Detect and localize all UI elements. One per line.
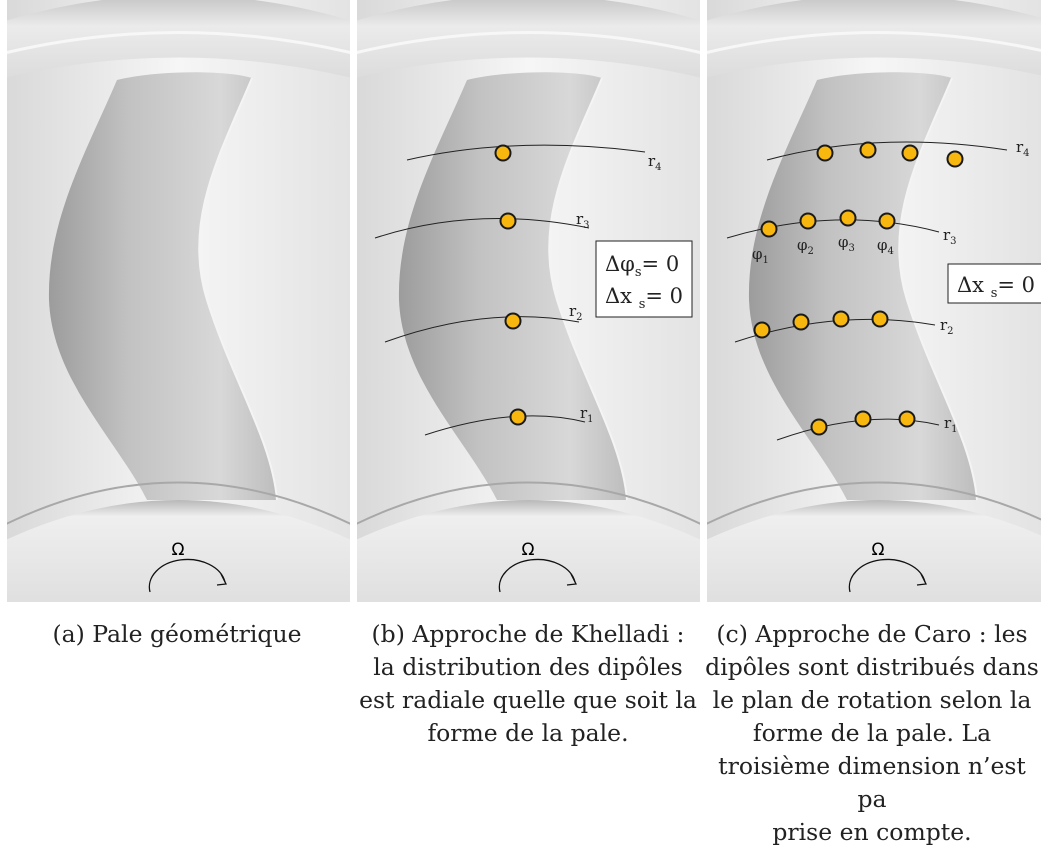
invariance-box: Δφs= 0 Δx s= 0: [595, 240, 693, 318]
dipole-r3-1: [760, 220, 778, 238]
dipole-r4: [494, 144, 512, 162]
label-r2: r2: [569, 302, 583, 323]
radius-arc-r4: [766, 141, 1008, 161]
dipole-r1-1: [810, 418, 828, 436]
dipole-r3: [499, 212, 517, 230]
dipole-r1-3: [898, 410, 916, 428]
label-r1: r1: [944, 414, 958, 435]
dipole-r2: [504, 312, 522, 330]
rotation-arrow-head: [216, 573, 227, 586]
box-line-dx: Δx s= 0: [957, 273, 1035, 301]
label-r3: r3: [576, 210, 590, 231]
hub: [357, 500, 700, 602]
panel-a-blade-render: Ω: [7, 0, 350, 602]
caption-c: (c) Approche de Caro : les dipôles sont …: [705, 620, 1039, 846]
dipole-r2-4: [871, 310, 889, 328]
dipole-markers: [753, 141, 964, 436]
rotation-arrow: [848, 558, 926, 593]
blade: [748, 72, 977, 500]
panel-c-caro-approach: r4 r3 r2 r1 φ1 φ2 φ3 φ4 Δx s= 0 Ω: [707, 0, 1041, 602]
label-phi4: φ4: [877, 236, 894, 257]
label-r4: r4: [1016, 138, 1030, 159]
label-r4: r4: [648, 152, 662, 173]
blade: [398, 72, 627, 500]
dipole-r3-4: [878, 212, 896, 230]
label-phi3: φ3: [838, 233, 855, 254]
rotation-arrow: [148, 558, 226, 593]
label-r3: r3: [943, 226, 957, 247]
omega-label: Ω: [522, 540, 535, 560]
radius-arc-r4: [406, 144, 646, 161]
dipole-r4-4: [946, 150, 964, 168]
invariance-box: Δx s= 0: [947, 263, 1041, 304]
rotation-arrow: [498, 558, 576, 593]
outer-ring: [7, 0, 350, 78]
blade: [48, 72, 277, 500]
dipole-r4-3: [901, 144, 919, 162]
radius-arc-r2: [384, 316, 580, 343]
dipole-r4-2: [859, 141, 877, 159]
dipole-markers: [494, 144, 527, 426]
dipole-r4-1: [816, 144, 834, 162]
caption-a: (a) Pale géométrique: [52, 620, 302, 648]
dipole-r1: [509, 408, 527, 426]
radius-arc-r3: [374, 218, 590, 239]
dipole-r2-3: [832, 310, 850, 328]
outer-ring: [357, 0, 700, 78]
dipole-r2-2: [792, 313, 810, 331]
label-r2: r2: [940, 316, 954, 337]
dipole-r1-2: [854, 410, 872, 428]
rotation-arrow-head: [566, 573, 577, 586]
panel-b-khelladi-approach: r4 r3 r2 r1 Δφs= 0 Δx s= 0 Ω: [357, 0, 700, 602]
panel-a-geometric-blade: Ω: [7, 0, 350, 602]
dipole-r3-2: [799, 212, 817, 230]
dipole-r2-1: [753, 321, 771, 339]
panel-c-blade-render: r4 r3 r2 r1 φ1 φ2 φ3 φ4 Δx s= 0 Ω: [707, 0, 1041, 602]
box-line-dphi: Δφs= 0: [605, 252, 679, 280]
label-r1: r1: [580, 404, 594, 425]
omega-label: Ω: [872, 540, 885, 560]
radius-arc-r3: [726, 219, 940, 239]
label-phi2: φ2: [797, 236, 814, 257]
hub: [7, 500, 350, 602]
omega-label: Ω: [172, 540, 185, 560]
dipole-r3-3: [839, 209, 857, 227]
hub: [707, 500, 1041, 602]
caption-b: (b) Approche de Khelladi : la distributi…: [359, 620, 697, 747]
rotation-arrow-head: [916, 573, 927, 586]
outer-ring: [707, 0, 1041, 78]
label-phi1: φ1: [752, 245, 769, 266]
box-line-dx: Δx s= 0: [605, 284, 683, 312]
panel-b-blade-render: r4 r3 r2 r1 Δφs= 0 Δx s= 0 Ω: [357, 0, 700, 602]
